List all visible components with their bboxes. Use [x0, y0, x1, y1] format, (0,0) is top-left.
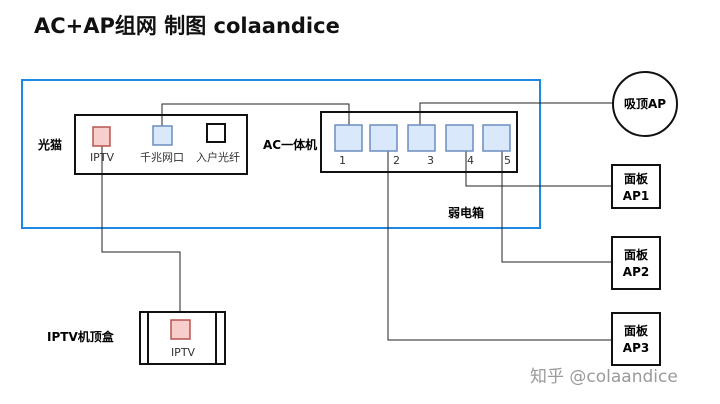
ac-label: AC一体机 [263, 137, 317, 152]
panel-ap1-line1: 面板 [624, 171, 649, 186]
cable-ac3-to-ceiling-ap [419, 102, 613, 125]
modem-gigabit-label: 千兆网口 [140, 151, 184, 164]
cable-ac2-to-ap3 [387, 151, 612, 341]
ac-port-2 [369, 124, 398, 152]
ac-port-1 [334, 124, 363, 152]
ac-box [320, 111, 518, 173]
cable-iptv-to-stb [101, 146, 181, 320]
cable-ac5-to-ap2 [501, 151, 612, 263]
ac-port-3 [407, 124, 436, 152]
panel-ap3-line2: AP3 [623, 341, 649, 355]
ac-port-4-label: 4 [467, 154, 474, 167]
panel-ap1: 面板 AP1 [611, 164, 661, 209]
modem-fiber-port [206, 123, 226, 143]
cable-ac4-to-ap1 [465, 151, 612, 187]
diagram-title: AC+AP组网 制图 colaandice [34, 14, 340, 38]
ac-port-4 [445, 124, 474, 152]
panel-ap3: 面板 AP3 [611, 312, 661, 366]
panel-ap2-line2: AP2 [623, 265, 649, 279]
modem-fiber-label: 入户光纤 [196, 150, 240, 164]
ac-port-3-label: 3 [427, 154, 434, 167]
modem-iptv-port [92, 126, 111, 147]
ceiling-ap [612, 71, 678, 137]
ac-port-1-label: 1 [339, 154, 346, 167]
weak-current-cabinet [21, 79, 541, 229]
modem-box [74, 114, 248, 175]
ac-port-2-label: 2 [393, 154, 400, 167]
ac-port-5 [482, 124, 511, 152]
modem-label: 光猫 [37, 137, 62, 152]
modem-iptv-label: IPTV [90, 151, 115, 164]
watermark: 知乎 @colaandice [530, 367, 678, 387]
panel-ap2: 面板 AP2 [611, 236, 661, 290]
stb-iptv-port [170, 319, 191, 340]
ac-ports [334, 124, 511, 152]
panel-ap1-line2: AP1 [623, 189, 649, 203]
panel-ap3-line1: 面板 [624, 323, 649, 338]
stb-iptv-label: IPTV [171, 346, 196, 359]
cabinet-label: 弱电箱 [448, 205, 484, 220]
modem-gigabit-port [152, 125, 173, 146]
stb-label: IPTV机顶盒 [47, 329, 115, 344]
ceiling-ap-label: 吸顶AP [624, 97, 666, 111]
cables [101, 102, 613, 341]
panel-ap2-line1: 面板 [624, 247, 649, 262]
ac-port-5-label: 5 [504, 154, 511, 167]
